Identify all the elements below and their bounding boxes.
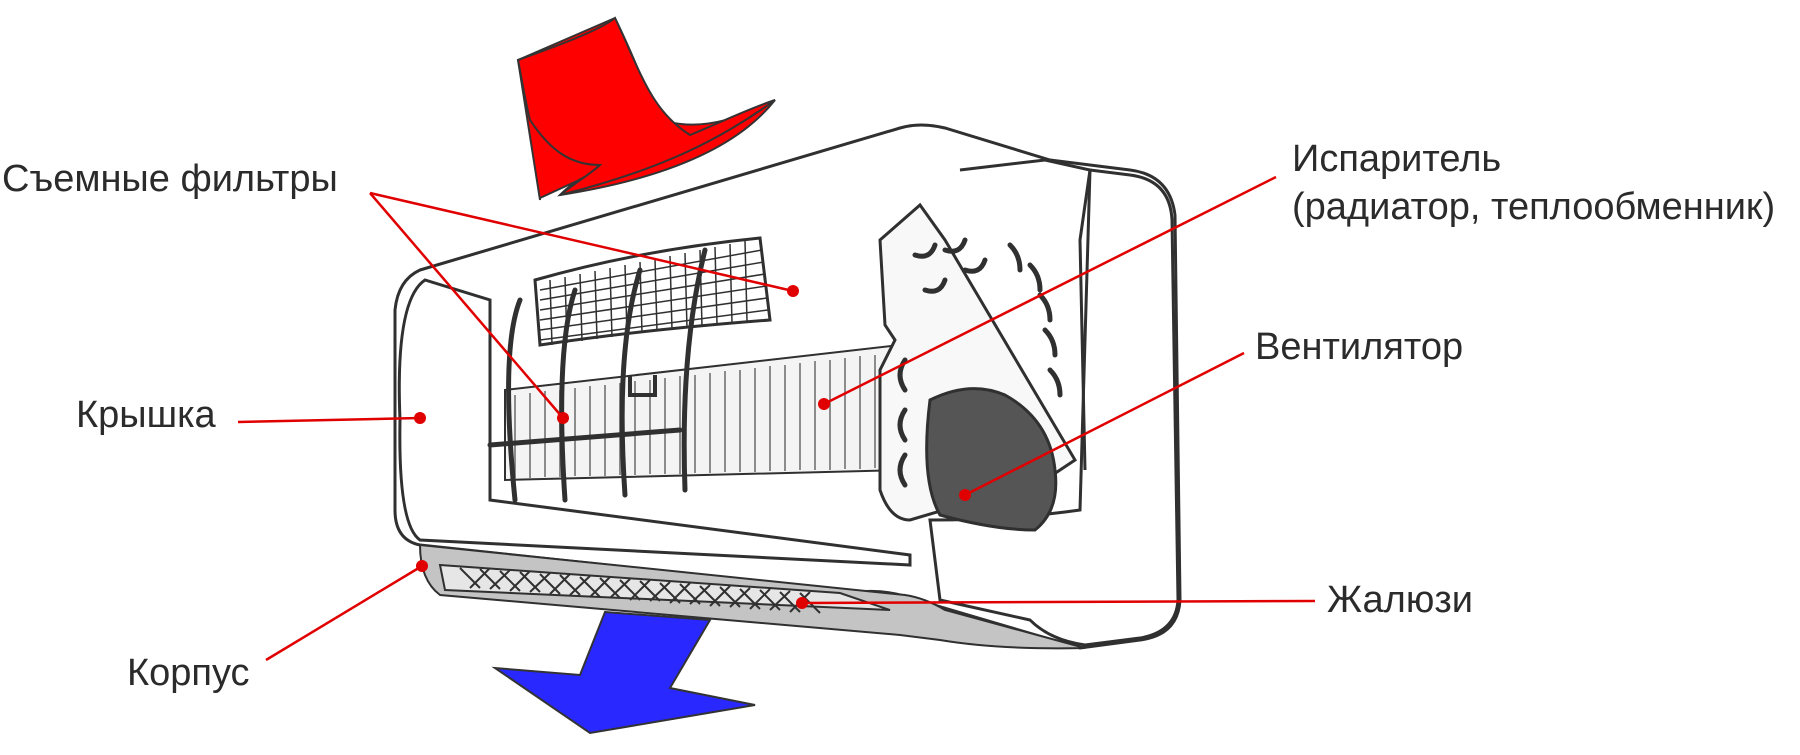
leader-lines xyxy=(237,175,1316,662)
fan-icon xyxy=(925,387,1058,532)
leader-fan xyxy=(964,351,1245,497)
dot-louvers xyxy=(796,597,808,609)
leader-filters-a xyxy=(369,191,794,293)
label-filters: Съемные фильтры xyxy=(2,158,338,200)
label-housing: Корпус xyxy=(127,652,250,694)
dot-filters-b xyxy=(557,412,569,424)
leader-filters-b xyxy=(369,192,564,419)
label-fan: Вентилятор xyxy=(1255,326,1464,368)
air-outflow-arrow xyxy=(491,610,756,735)
leader-louvers xyxy=(801,599,1316,605)
leader-dots xyxy=(414,285,971,609)
dot-filters-a xyxy=(787,285,799,297)
dot-fan xyxy=(959,489,971,501)
dot-cover xyxy=(414,412,426,424)
dot-evaporator xyxy=(818,398,830,410)
removable-filters xyxy=(487,236,772,503)
label-evaporator: Испаритель (радиатор, теплообменник) xyxy=(1292,136,1775,231)
top-panel-edge xyxy=(959,158,1092,471)
evaporator-fins xyxy=(504,343,907,482)
louvers-slats xyxy=(459,567,821,614)
leader-cover xyxy=(237,416,421,424)
front-panel xyxy=(397,278,912,567)
label-cover: Крышка xyxy=(76,394,216,436)
air-intake-arrow-body xyxy=(516,16,776,196)
leader-housing xyxy=(265,564,423,662)
label-louvers: Жалюзи xyxy=(1327,579,1473,621)
dot-housing xyxy=(416,560,428,572)
label-evaporator-line2: (радиатор, теплообменник) xyxy=(1292,185,1776,228)
label-evaporator-line1: Испаритель xyxy=(1292,138,1502,180)
leader-evaporator xyxy=(823,175,1277,406)
